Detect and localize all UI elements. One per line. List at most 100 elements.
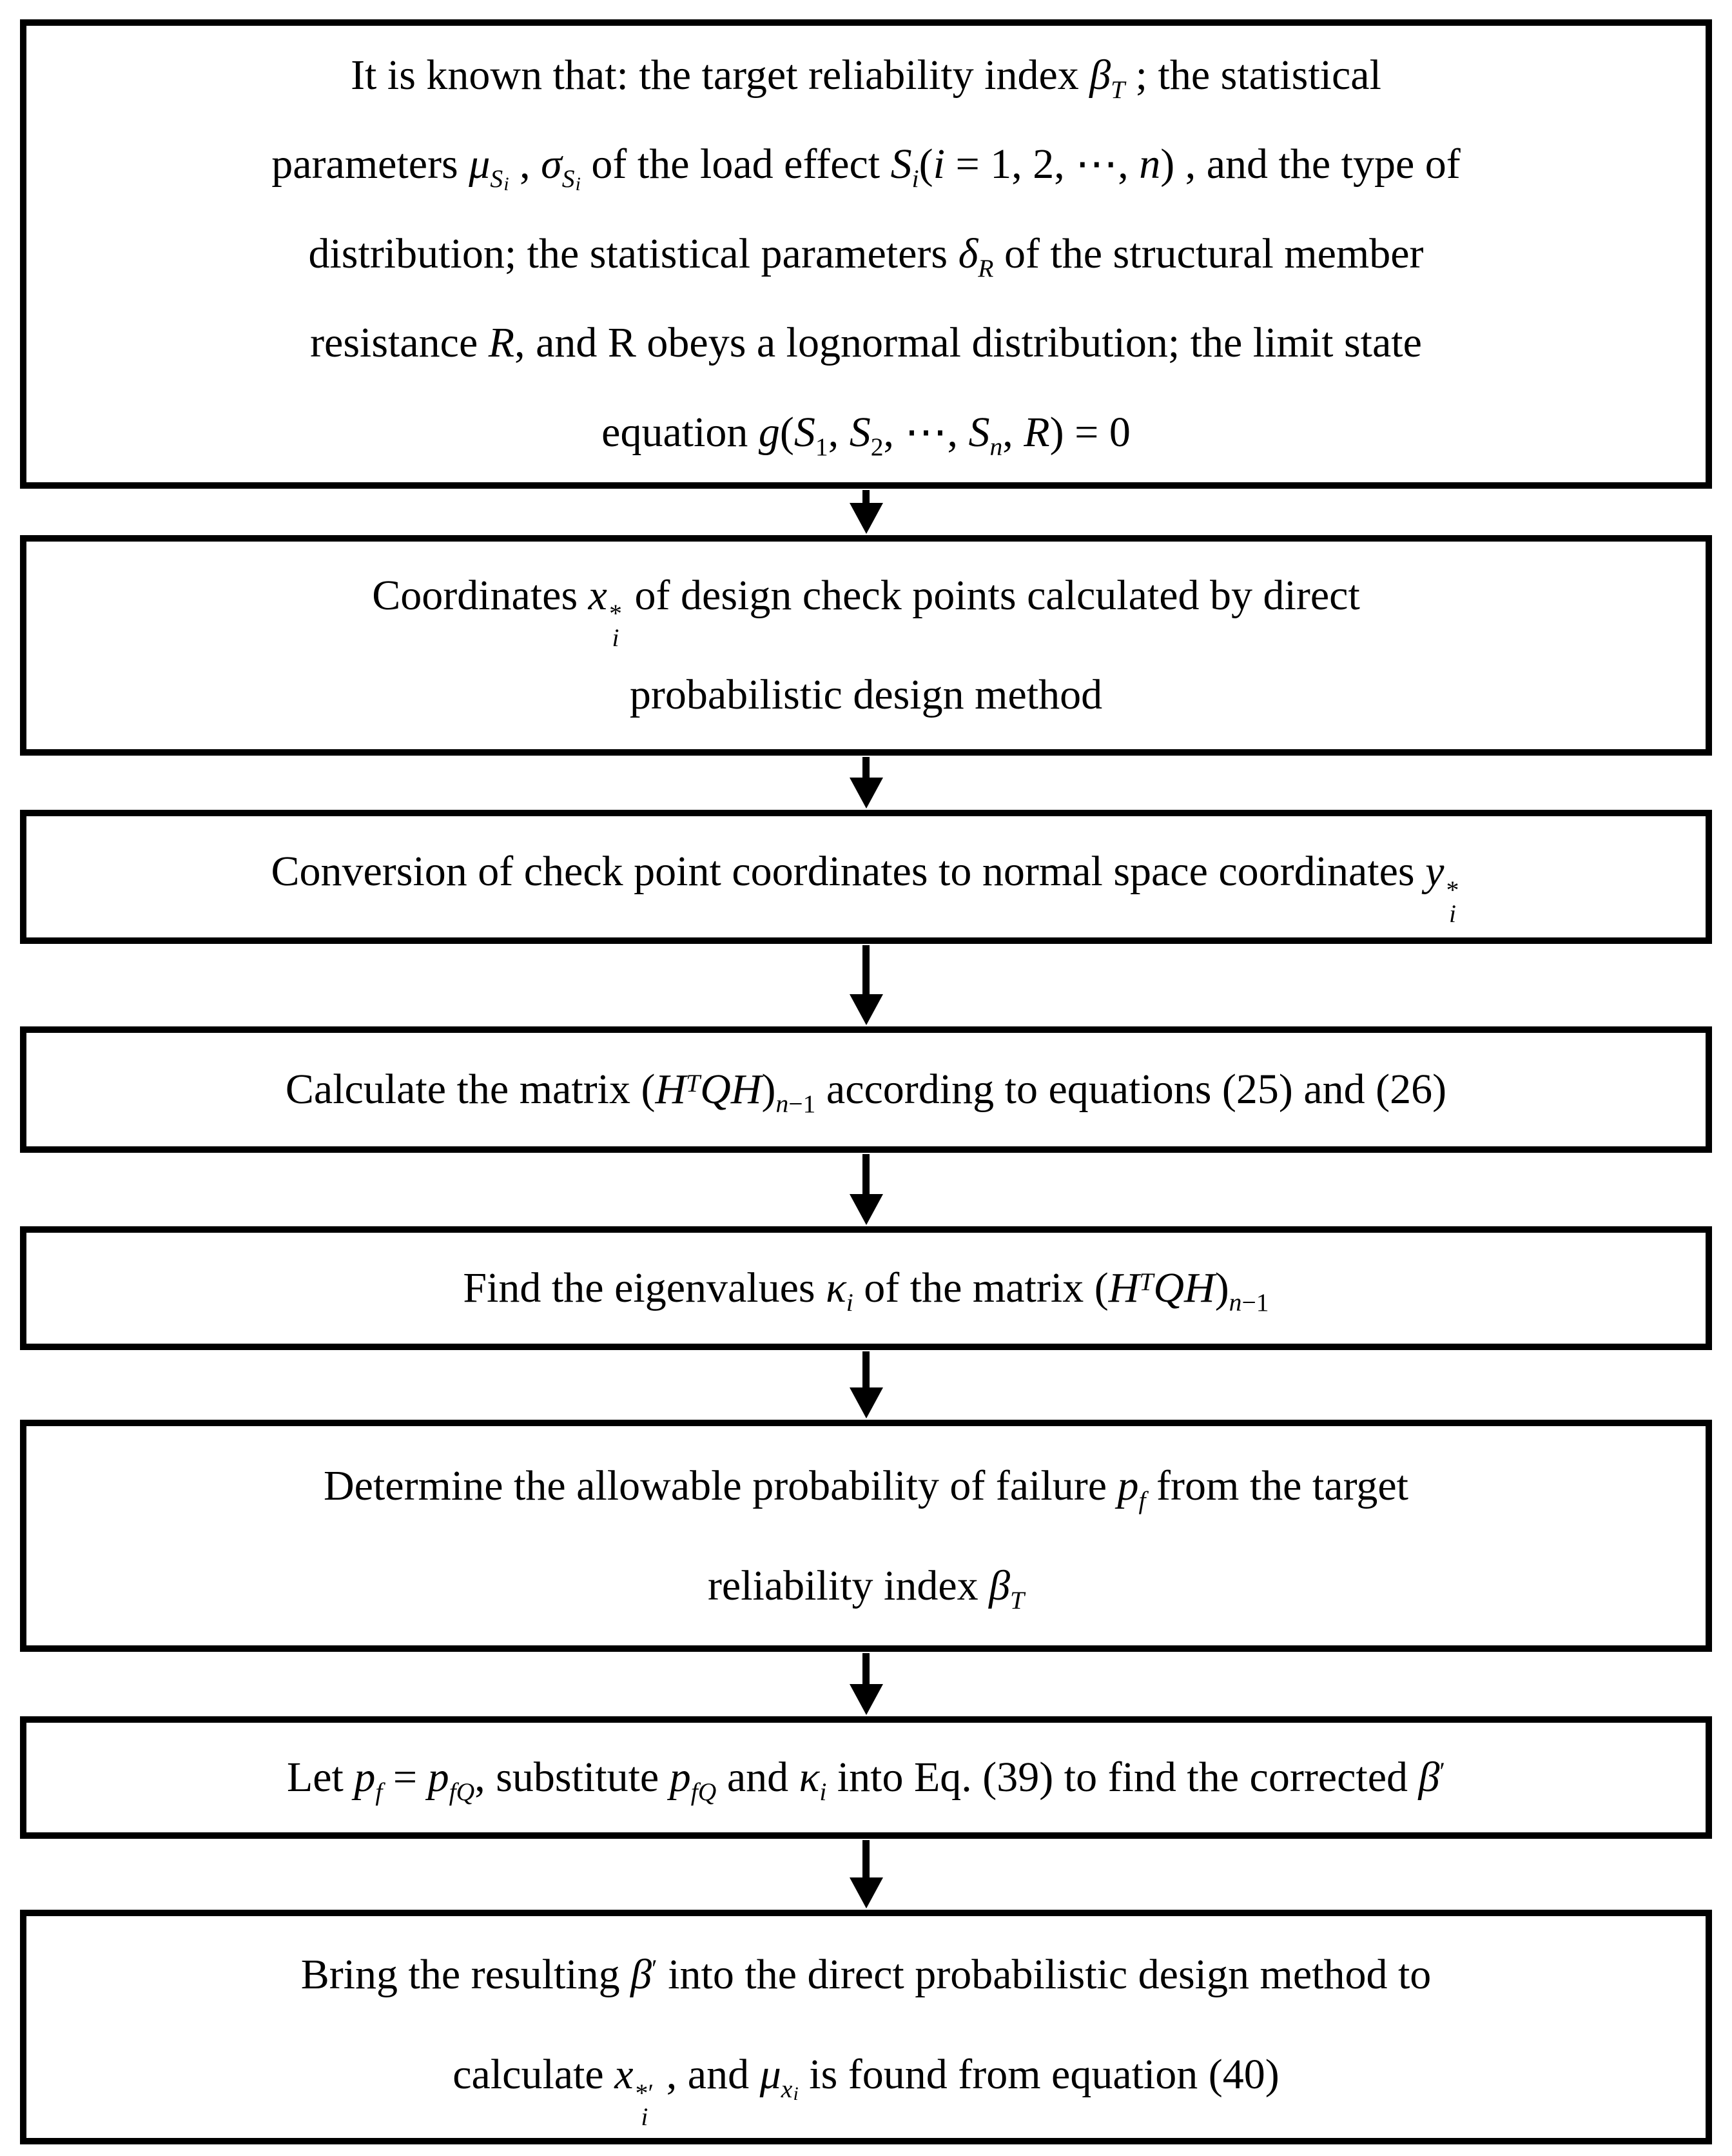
arrow-shaft bbox=[862, 1840, 870, 1877]
down-arrow-icon bbox=[849, 1351, 883, 1418]
text-segment: = bbox=[382, 1753, 428, 1801]
text-segment: , and R obeys a lognormal distribution; … bbox=[514, 319, 1422, 367]
text-segment: y bbox=[1425, 847, 1445, 895]
down-arrow-icon bbox=[849, 1653, 883, 1715]
text-line: equation g(S1, S2, ⋯, Sn, R) = 0 bbox=[601, 388, 1131, 478]
text-segment: i bbox=[933, 141, 945, 188]
text-segment: distribution; the statistical parameters bbox=[308, 230, 958, 277]
text-segment: It is known that: the target reliability… bbox=[351, 51, 1090, 99]
text-segment: Bring the resulting bbox=[300, 1950, 631, 1998]
text-segment: of the load effect bbox=[580, 141, 891, 188]
text-segment: according to equations (25) and (26) bbox=[815, 1065, 1447, 1113]
text-segment: x bbox=[781, 2074, 793, 2103]
text-line: parameters μSi , σSi of the load effect … bbox=[271, 120, 1461, 210]
text-segment: i bbox=[846, 1288, 853, 1317]
text-segment: p bbox=[354, 1753, 376, 1801]
flow-box-normal-space: Conversion of check point coordinates to… bbox=[20, 810, 1712, 944]
text-segment: , bbox=[1002, 408, 1024, 456]
text-segment: −1 bbox=[788, 1089, 816, 1118]
text-segment: ) bbox=[1214, 1264, 1229, 1311]
flow-box-corrected-beta: Let pf = pfQ, substitute pfQ and κi into… bbox=[20, 1716, 1712, 1839]
arrow-head bbox=[849, 1387, 883, 1418]
text-segment: *i bbox=[609, 599, 622, 652]
text-segment: resistance bbox=[310, 319, 489, 367]
text-segment: R bbox=[1024, 408, 1050, 456]
text-segment: into the direct probabilistic design met… bbox=[657, 1950, 1432, 1998]
text-segment: f bbox=[375, 1777, 383, 1806]
down-arrow-icon bbox=[849, 1840, 883, 1908]
text-segment: , and bbox=[656, 2051, 760, 2099]
text-segment: i bbox=[503, 173, 509, 195]
text-line: Calculate the matrix (HTQH)n−1 according… bbox=[286, 1045, 1446, 1135]
text-segment: QH bbox=[1153, 1264, 1215, 1311]
arrow-shaft bbox=[862, 757, 870, 778]
text-segment: H bbox=[655, 1065, 686, 1113]
text-segment: p bbox=[669, 1753, 691, 1801]
text-segment: of the structural member bbox=[993, 230, 1424, 277]
text-segment: x bbox=[588, 571, 607, 619]
down-arrow-icon bbox=[849, 945, 883, 1025]
text-segment: ) bbox=[761, 1065, 776, 1113]
text-segment: μ bbox=[469, 141, 491, 188]
text-segment: probabilistic design method bbox=[629, 671, 1103, 718]
text-segment: fQ bbox=[449, 1777, 475, 1806]
text-segment: κ bbox=[826, 1264, 846, 1311]
flow-box-matrix-calculation: Calculate the matrix (HTQH)n−1 according… bbox=[20, 1026, 1712, 1153]
text-segment: , bbox=[509, 141, 541, 188]
text-segment: −1 bbox=[1241, 1288, 1269, 1317]
text-segment: i bbox=[911, 164, 919, 193]
text-segment: i bbox=[819, 1777, 827, 1806]
text-segment: reliability index bbox=[707, 1562, 989, 1609]
text-segment: T bbox=[686, 1068, 701, 1097]
text-segment: of the matrix ( bbox=[853, 1264, 1109, 1311]
arrow-head bbox=[849, 778, 883, 808]
text-segment: p bbox=[427, 1753, 449, 1801]
flow-box-given-data: It is known that: the target reliability… bbox=[20, 19, 1712, 489]
text-line: Bring the resulting β′ into the direct p… bbox=[301, 1925, 1432, 2024]
down-arrow-icon bbox=[849, 1154, 883, 1225]
text-segment: g bbox=[758, 408, 780, 456]
text-segment: T bbox=[1139, 1267, 1154, 1296]
flow-box-final-calculation: Bring the resulting β′ into the direct p… bbox=[20, 1910, 1712, 2144]
text-segment: Determine the allowable probability of f… bbox=[323, 1462, 1118, 1509]
flow-box-check-points: Coordinates x*i of design check points c… bbox=[20, 535, 1712, 756]
text-segment: ′ bbox=[652, 1954, 657, 1983]
text-line: Conversion of check point coordinates to… bbox=[271, 827, 1461, 926]
text-segment: Coordinates bbox=[372, 571, 589, 619]
text-line: Determine the allowable probability of f… bbox=[324, 1436, 1408, 1536]
text-segment: into Eq. (39) to find the corrected bbox=[826, 1753, 1419, 1801]
text-segment: , bbox=[828, 408, 850, 456]
text-line: reliability index βT bbox=[708, 1536, 1024, 1636]
text-segment: is found from equation (40) bbox=[798, 2051, 1280, 2099]
arrow-head bbox=[849, 994, 883, 1025]
text-segment: *i bbox=[1446, 875, 1459, 928]
text-segment: β bbox=[1418, 1753, 1440, 1801]
text-segment: R bbox=[978, 253, 994, 282]
text-segment: H bbox=[1108, 1264, 1140, 1311]
text-segment: σ bbox=[541, 141, 562, 188]
text-segment: S bbox=[490, 164, 503, 193]
text-segment: of design check points calculated by dir… bbox=[624, 571, 1360, 619]
text-segment: *′i bbox=[635, 2078, 654, 2132]
text-segment: calculate bbox=[452, 2051, 615, 2099]
text-segment: δ bbox=[958, 230, 978, 277]
text-segment: n bbox=[775, 1089, 789, 1118]
text-segment: ( bbox=[919, 141, 933, 188]
arrow-shaft bbox=[862, 1154, 870, 1194]
text-segment: S bbox=[561, 164, 575, 193]
text-segment: S bbox=[793, 408, 815, 456]
text-line: Find the eigenvalues κi of the matrix (H… bbox=[463, 1244, 1269, 1333]
down-arrow-icon bbox=[849, 490, 883, 534]
text-segment: ; the statistical bbox=[1125, 51, 1381, 99]
arrow-head bbox=[849, 1194, 883, 1225]
down-arrow-icon bbox=[849, 757, 883, 808]
text-segment: R bbox=[488, 319, 515, 367]
text-line: resistance R, and R obeys a lognormal di… bbox=[310, 299, 1422, 388]
text-segment: ( bbox=[779, 408, 794, 456]
text-segment: fQ bbox=[690, 1777, 717, 1806]
text-segment: ) bbox=[1160, 141, 1175, 188]
text-segment: κ bbox=[799, 1753, 820, 1801]
text-line: distribution; the statistical parameters… bbox=[308, 210, 1423, 299]
text-segment: Find the eigenvalues bbox=[463, 1264, 826, 1311]
